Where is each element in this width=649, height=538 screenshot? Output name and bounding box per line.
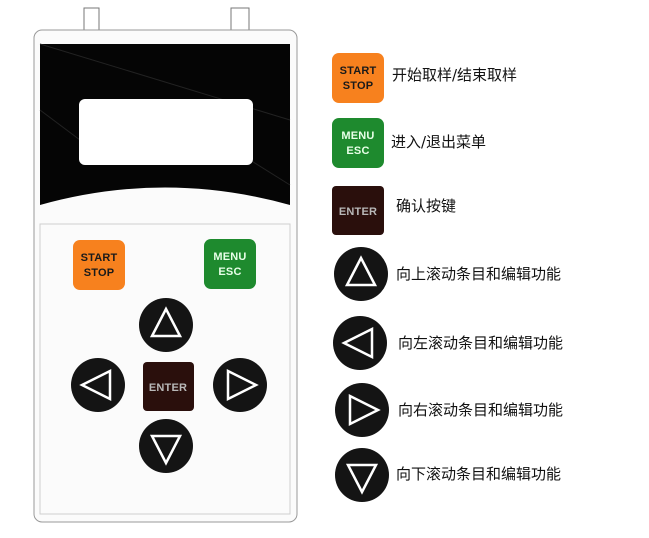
right-key[interactable] — [213, 358, 267, 412]
enter-key-face[interactable] — [143, 362, 194, 411]
enter-key[interactable]: ENTER — [143, 362, 194, 411]
legend-enter-text: 确认按键 — [396, 197, 457, 215]
legend-down-arrow-icon — [345, 463, 379, 495]
start-stop-key-face[interactable] — [73, 240, 125, 290]
legend-start-stop-key — [332, 53, 384, 103]
legend-right-arrow-icon — [348, 393, 381, 427]
legend-start-stop-line1: START — [340, 65, 377, 77]
legend-left-arrow-icon — [341, 326, 374, 360]
left-key-face[interactable] — [71, 358, 125, 412]
down-key[interactable] — [139, 419, 193, 473]
legend-down-text: 向下滚动条目和编辑功能 — [396, 465, 562, 483]
up-key[interactable] — [139, 298, 193, 352]
legend-up-key — [334, 247, 388, 301]
up-arrow-icon — [149, 306, 183, 338]
legend-start-stop-line2: STOP — [343, 80, 374, 92]
menu-esc-key-line1: MENU — [213, 251, 246, 263]
up-key-face[interactable] — [139, 298, 193, 352]
legend-right-text: 向右滚动条目和编辑功能 — [398, 401, 564, 419]
left-key[interactable] — [71, 358, 125, 412]
legend-up-arrow-icon — [344, 255, 378, 287]
top-tab-right — [230, 7, 250, 31]
down-key-face[interactable] — [139, 419, 193, 473]
legend-down-key — [335, 448, 389, 502]
right-key-face[interactable] — [213, 358, 267, 412]
display-window — [79, 99, 253, 165]
start-stop-key[interactable]: START STOP — [73, 240, 125, 290]
legend-menu-esc-key — [332, 118, 384, 168]
menu-esc-key[interactable]: MENU ESC — [204, 239, 256, 289]
right-arrow-icon — [226, 368, 259, 402]
menu-esc-key-face[interactable] — [204, 239, 256, 289]
left-arrow-icon — [79, 368, 112, 402]
down-arrow-icon — [149, 434, 183, 466]
device-inner-border — [39, 223, 291, 515]
legend-enter-key — [332, 186, 384, 235]
start-stop-key-line1: START — [81, 252, 118, 264]
legend-menu-esc-line1: MENU — [341, 130, 374, 142]
legend-left-key — [333, 316, 387, 370]
legend-left-text: 向左滚动条目和编辑功能 — [398, 334, 564, 352]
legend-menu-esc-line2: ESC — [346, 145, 369, 157]
enter-key-label: ENTER — [149, 382, 187, 394]
menu-esc-key-line2: ESC — [218, 266, 241, 278]
legend-enter-label: ENTER — [339, 206, 377, 218]
legend-right-key — [335, 383, 389, 437]
start-stop-key-line2: STOP — [84, 267, 115, 279]
legend-start-stop-text: 开始取样/结束取样 — [392, 66, 518, 84]
top-tab-left — [83, 7, 100, 31]
legend-menu-esc-text: 进入/退出菜单 — [391, 133, 487, 151]
legend-up-text: 向上滚动条目和编辑功能 — [396, 265, 562, 283]
